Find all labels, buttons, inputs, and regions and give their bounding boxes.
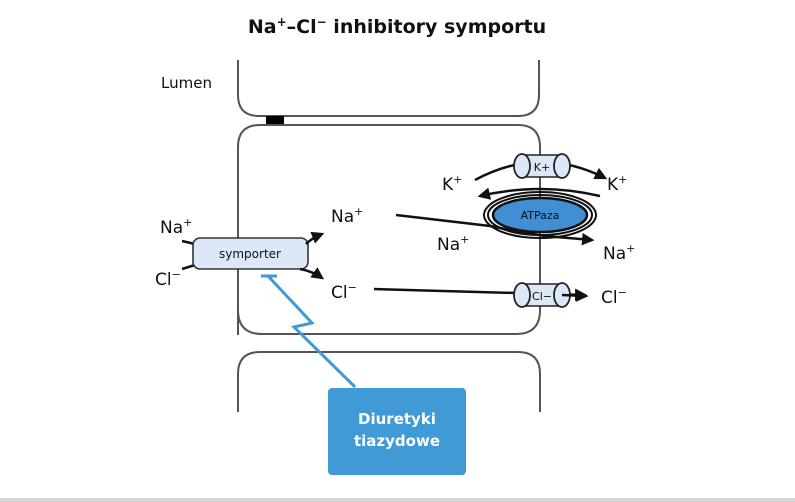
drug-box-line2: tiazydowe	[354, 432, 440, 450]
tight-junction	[266, 116, 284, 125]
cl-exit-arrow	[299, 267, 325, 280]
na-ion-blood: Na+	[603, 242, 635, 264]
cl-ion-cell: Cl−	[331, 281, 357, 303]
na-k-atpase[interactable]: ATPaza	[483, 191, 597, 239]
k-channel-label: K+	[534, 161, 550, 174]
lower-cell-membrane	[237, 351, 541, 412]
cl-ion-blood: Cl−	[601, 286, 627, 308]
nacl-symporter[interactable]: symporter	[192, 237, 309, 270]
cl-channel-label: Cl−	[532, 290, 552, 303]
k-pump-return-arrow	[477, 187, 601, 200]
upper-cell-membrane	[237, 60, 540, 117]
cl-ion-lumen: Cl−	[155, 268, 181, 290]
na-exit-arrow	[305, 231, 325, 245]
cl-entry-stub	[181, 263, 196, 271]
lumen-label: Lumen	[161, 74, 212, 92]
na-ion-pump-in: Na+	[437, 233, 469, 255]
thiazide-diuretics-box[interactable]: Diuretyki tiazydowe	[328, 388, 466, 475]
cl-channel-exit	[561, 289, 589, 302]
diagram-title: Na+–Cl− inhibitory symportu	[248, 15, 546, 38]
k-ion-blood: K+	[607, 173, 627, 195]
cl-channel[interactable]: Cl−	[513, 282, 571, 308]
symporter-label: symporter	[219, 247, 281, 261]
atpase-label: ATPaza	[521, 209, 560, 222]
k-ion-cell: K+	[442, 173, 462, 195]
main-cell-membrane	[237, 124, 541, 335]
k-channel[interactable]: K+	[513, 153, 571, 179]
drug-box-line1: Diuretyki	[358, 410, 436, 428]
inhibition-line	[266, 274, 357, 389]
na-ion-cell: Na+	[331, 205, 363, 227]
bottom-divider	[0, 498, 795, 502]
na-ion-lumen: Na+	[160, 216, 192, 238]
